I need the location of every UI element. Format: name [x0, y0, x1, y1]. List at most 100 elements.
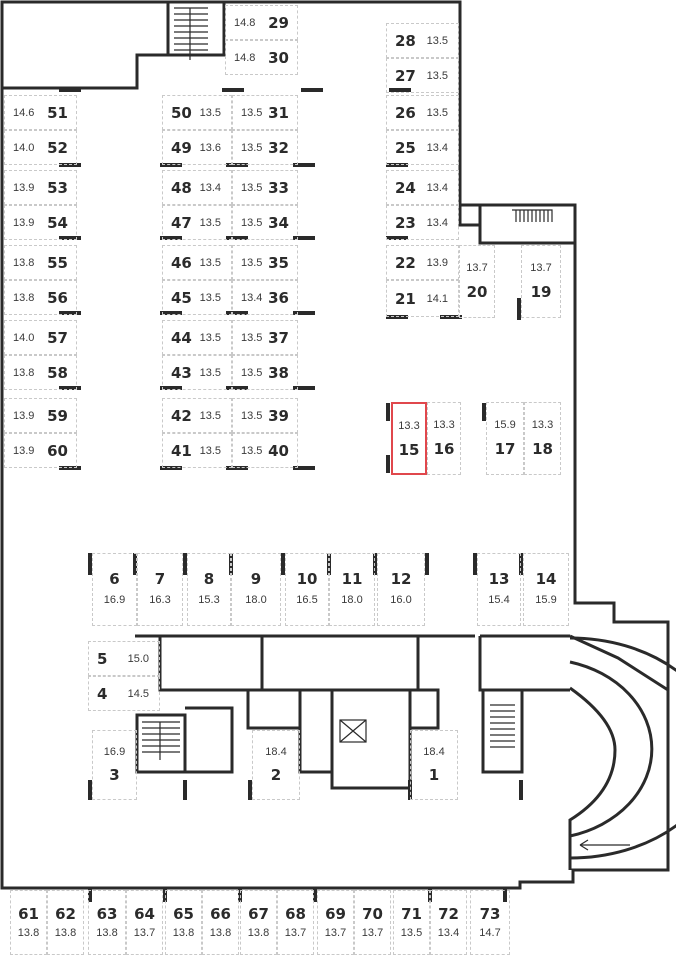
- spot-area: 16.3: [149, 594, 171, 607]
- spot-number: 42: [171, 406, 192, 425]
- spot-number: 16: [433, 439, 455, 458]
- spot-area: 13.5: [426, 69, 448, 82]
- spot-area: 13.5: [199, 291, 221, 304]
- stairs-left-icon: [142, 721, 180, 760]
- stair-box-left2: [185, 706, 234, 774]
- spot-number: 72: [438, 905, 459, 924]
- spot-area: 18.0: [341, 594, 363, 607]
- service-box-right: [458, 203, 577, 243]
- spot-number: 37: [268, 328, 289, 347]
- spot-number: 56: [47, 288, 68, 307]
- spot-area: 16.0: [390, 594, 412, 607]
- spot-area: 13.7: [133, 926, 156, 939]
- spot-number: 41: [171, 441, 192, 460]
- spot-area: 13.4: [241, 291, 263, 304]
- spot-area: 13.9: [426, 256, 448, 269]
- spot-number: 30: [268, 48, 289, 67]
- spot-area: 18.0: [245, 594, 267, 607]
- spot-number: 68: [285, 905, 306, 924]
- spot-number: 26: [395, 103, 416, 122]
- spot-number: 49: [171, 138, 192, 157]
- spot-area: 13.5: [241, 106, 263, 119]
- spot-number: 21: [395, 289, 416, 308]
- spot-number: 13: [488, 570, 510, 589]
- spot-number: 44: [171, 328, 192, 347]
- spot-number: 40: [268, 441, 289, 460]
